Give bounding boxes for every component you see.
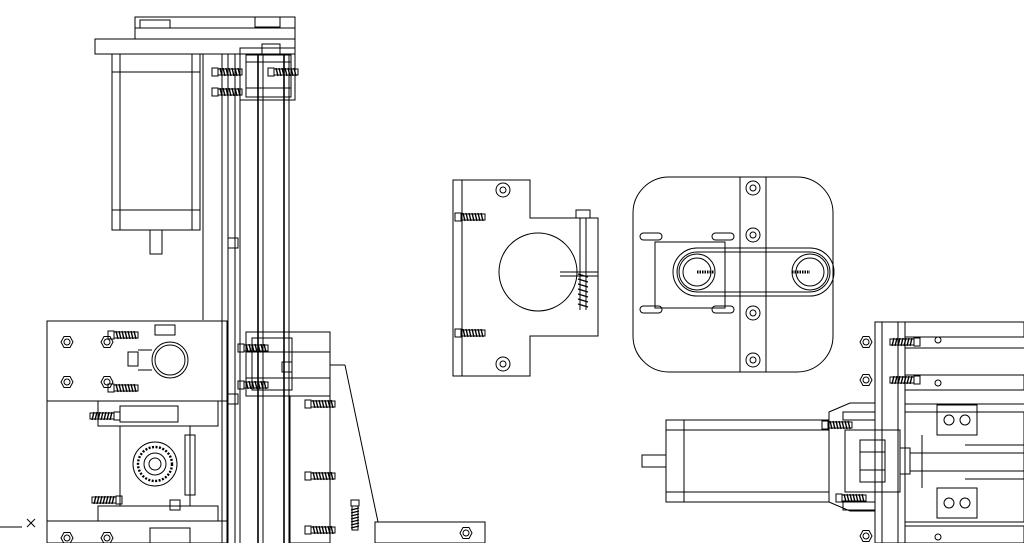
right-motor-shaft <box>642 455 666 467</box>
stepper-motor-body <box>112 54 200 230</box>
lower-left-block <box>47 321 227 543</box>
bearing-bracket <box>453 180 598 376</box>
clamp-ring <box>155 345 185 375</box>
motor-shaft <box>150 230 162 254</box>
ball-bearing <box>133 442 177 486</box>
belt-tensioner-plate <box>633 177 834 372</box>
ucs-icon <box>0 519 35 527</box>
timing-belt <box>673 248 834 296</box>
right-motor-assembly <box>642 322 1024 543</box>
motor-column-assembly <box>95 17 485 543</box>
right-stepper-motor <box>666 420 829 502</box>
